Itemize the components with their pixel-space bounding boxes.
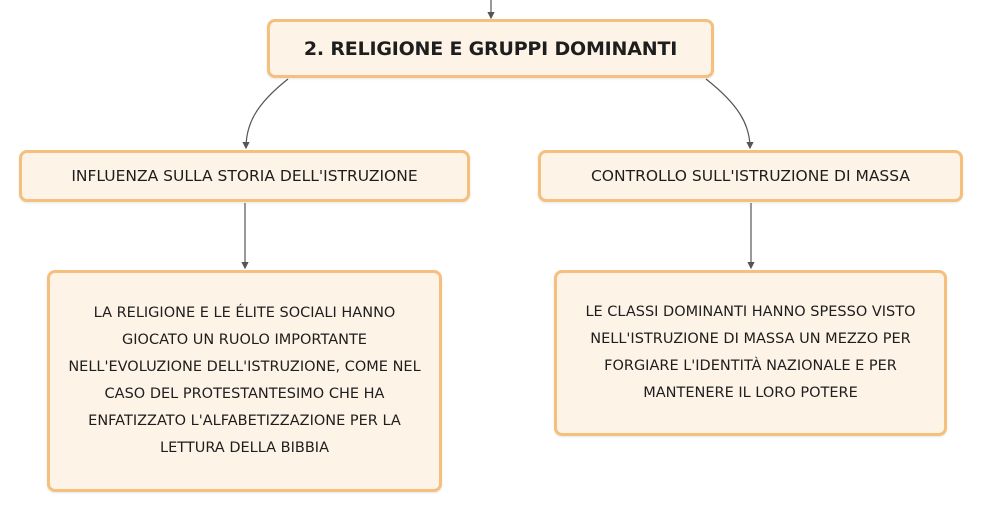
detail-node-dominant-classes[interactable]: LE CLASSI DOMINANTI HANNO SPESSO VISTO N…	[554, 270, 947, 436]
root-node-title[interactable]: 2. RELIGIONE E GRUPPI DOMINANTI	[267, 19, 714, 78]
topic-node-history-influence[interactable]: INFLUENZA SULLA STORIA DELL'ISTRUZIONE	[19, 150, 470, 202]
detail-node-religion-elites[interactable]: LA RELIGIONE E LE ÉLITE SOCIALI HANNO GI…	[47, 270, 442, 492]
topic-node-mass-education-control[interactable]: CONTROLLO SULL'ISTRUZIONE DI MASSA	[538, 150, 963, 202]
connector-root-to-left-topic	[242, 78, 289, 150]
connector-root-to-right-topic	[705, 78, 754, 150]
